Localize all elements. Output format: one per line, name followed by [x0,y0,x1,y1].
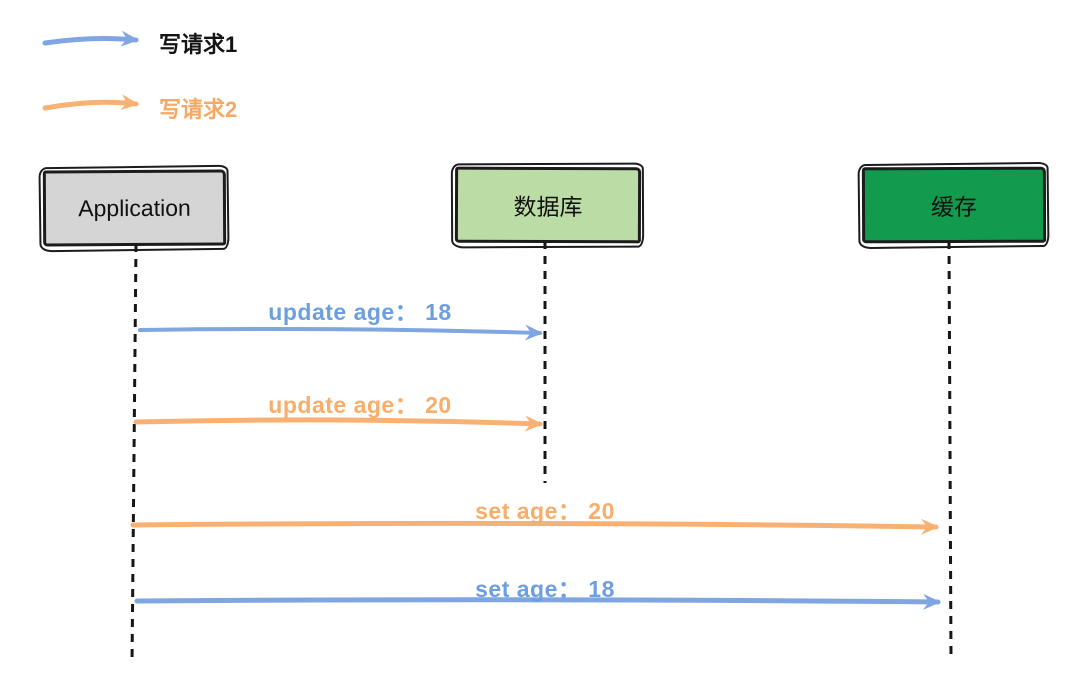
lifeline-application [130,243,138,665]
legend-label-write-request-1: 写请求1 [159,32,238,57]
message-label-set-age-18: set age： 18 [475,576,615,602]
arrow-set-age-18 [134,593,941,610]
actor-box-application: Application [42,169,227,247]
arrow-set-age-20 [130,518,939,535]
actor-label-application: Application [78,194,191,221]
actor-box-cache: 缓存 [861,166,1047,244]
actor-label-cache: 缓存 [930,193,978,221]
actor-box-database: 数据库 [454,166,642,244]
message-label-set-age-20: set age： 20 [475,498,615,524]
legend-arrow-write1 [42,30,139,47]
arrow-update-age-18 [138,324,543,341]
legend-label-write-request-2: 写请求2 [159,97,238,122]
message-label-update-age-20: update age： 20 [268,392,452,418]
actor-label-database: 数据库 [513,193,583,221]
legend-arrow-write2 [42,94,139,111]
message-label-update-age-18: update age： 18 [268,299,452,325]
lifeline-cache [947,240,953,659]
arrow-update-age-20 [133,415,543,432]
